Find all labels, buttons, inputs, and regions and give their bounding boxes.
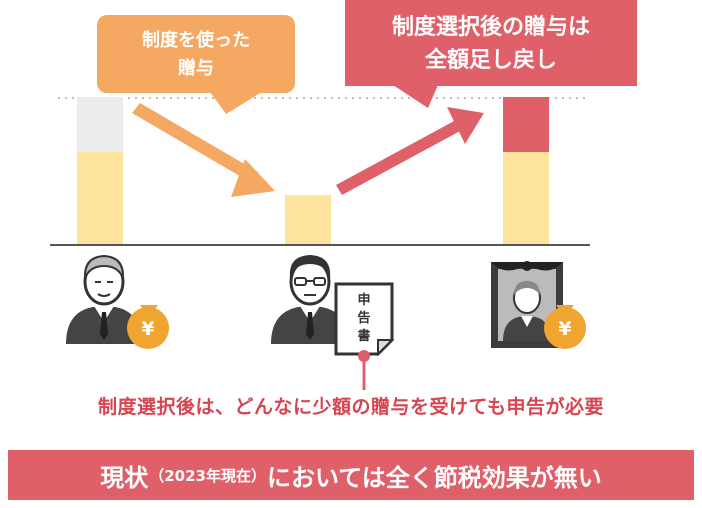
arrow-up-right xyxy=(336,107,484,195)
man-with-glasses-icon xyxy=(271,255,349,344)
bubble-right-line1: 制度選択後の贈与は xyxy=(392,14,590,40)
bar-right-red xyxy=(503,97,549,152)
bar-left-yellow xyxy=(77,152,123,245)
bubble-left-line2: 贈与 xyxy=(178,57,214,79)
document-char-3: 書 xyxy=(357,328,370,344)
filing-requirement-note: 制度選択後は、どんなに少額の贈与を受けても申告が必要 xyxy=(97,396,605,418)
bubble-right: 制度選択後の贈与は 全額足し戻し xyxy=(345,0,637,108)
money-bag-icon: ¥ xyxy=(127,305,169,349)
coin-symbol-right: ¥ xyxy=(558,318,571,340)
money-bag-icon-right: ¥ xyxy=(544,305,586,349)
conclusion-banner: 現状 （2023年現在） においては全く節税効果が無い xyxy=(8,450,694,500)
document-icon: 申 告 書 xyxy=(334,282,395,357)
bubble-left-line1: 制度を使った xyxy=(142,29,250,51)
document-char-2: 告 xyxy=(357,310,370,326)
bar-left-gray xyxy=(77,97,123,152)
coin-symbol-left: ¥ xyxy=(141,318,154,340)
bubble-left: 制度を使った 贈与 xyxy=(97,15,295,114)
bar-middle-yellow xyxy=(285,195,331,245)
man-with-coin-bag-icon xyxy=(66,254,142,344)
bubble-right-line2: 全額足し戻し xyxy=(424,47,557,73)
document-char-1: 申 xyxy=(357,292,370,308)
bar-right-yellow xyxy=(503,152,549,245)
banner-text-part3: においては全く節税効果が無い xyxy=(266,463,602,492)
banner-text-part2: （2023年現在） xyxy=(149,466,266,485)
banner-text-part1: 現状 xyxy=(100,463,149,492)
arrow-down-right xyxy=(132,103,275,197)
